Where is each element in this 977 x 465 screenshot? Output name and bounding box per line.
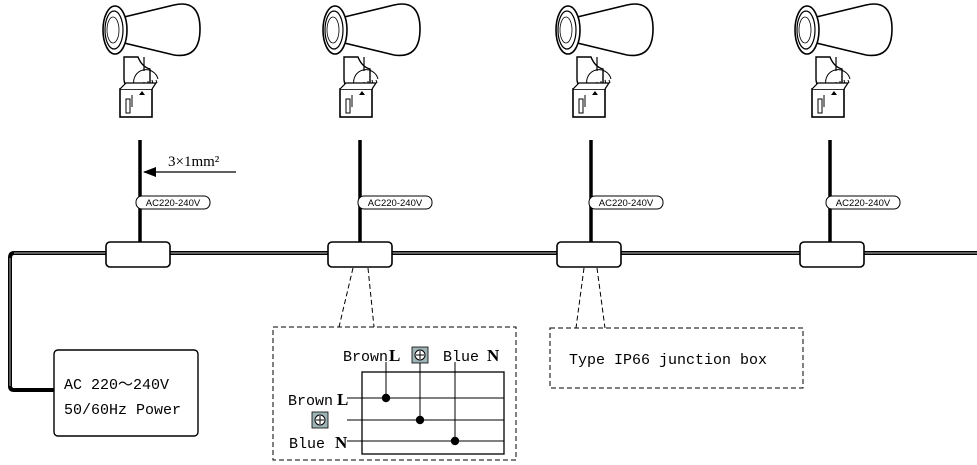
voltage-tag (357, 195, 433, 210)
left-n-label: N (335, 433, 348, 452)
wiring-detail-callout: Brown L Blue N Brown L Blue N (272, 267, 517, 461)
left-blue-label: Blue (289, 436, 325, 453)
lamp-fixture (555, 3, 654, 118)
left-brown-label: Brown (288, 393, 333, 410)
cable-spec-label: 3×1mm² (168, 154, 220, 170)
ground-icon (311, 411, 329, 429)
voltage-tag-label: AC220-240V (146, 198, 201, 209)
top-brown-label: Brown (343, 349, 388, 366)
junction-dot (415, 415, 425, 425)
voltage-tag-label: AC220-240V (836, 198, 891, 209)
power-source-box (53, 349, 199, 437)
voltage-tag (588, 195, 664, 210)
terminal-block (361, 371, 505, 455)
lamp-unit-1: AC220-240V (102, 3, 211, 268)
top-blue-label: Blue (443, 349, 479, 366)
power-source-line2: 50/60Hz Power (64, 402, 181, 419)
top-n-label: N (487, 346, 500, 365)
voltage-tag (825, 195, 901, 210)
lamp-unit-2: AC220-240V (322, 3, 433, 268)
left-l-label: L (337, 390, 348, 409)
voltage-tag-label: AC220-240V (368, 198, 423, 209)
lamp-fixture (794, 3, 893, 118)
junction-box (105, 241, 171, 268)
cable-spec-callout: 3×1mm² (143, 154, 236, 177)
power-source-line1: AC 220～240V (64, 377, 169, 394)
junction-box-callout: Type IP66 junction box (549, 267, 804, 389)
junction-dot (450, 436, 460, 446)
lamp-unit-3: AC220-240V (555, 3, 664, 268)
junction-dot (381, 393, 391, 403)
junction-box (799, 241, 865, 268)
junction-box-callout-frame (549, 327, 804, 389)
top-l-label: L (389, 346, 400, 365)
ground-icon (411, 346, 429, 364)
lamp-fixture (322, 3, 421, 118)
junction-box (327, 241, 393, 268)
junction-box (556, 241, 622, 268)
lamp-unit-4: AC220-240V (794, 3, 901, 268)
junction-box-callout-label: Type IP66 junction box (569, 352, 767, 369)
voltage-tag (135, 195, 211, 210)
lamp-fixture (102, 3, 201, 118)
power-source: AC 220～240V 50/60Hz Power (53, 349, 199, 437)
arrow-left-icon (143, 167, 156, 177)
voltage-tag-label: AC220-240V (599, 198, 654, 209)
